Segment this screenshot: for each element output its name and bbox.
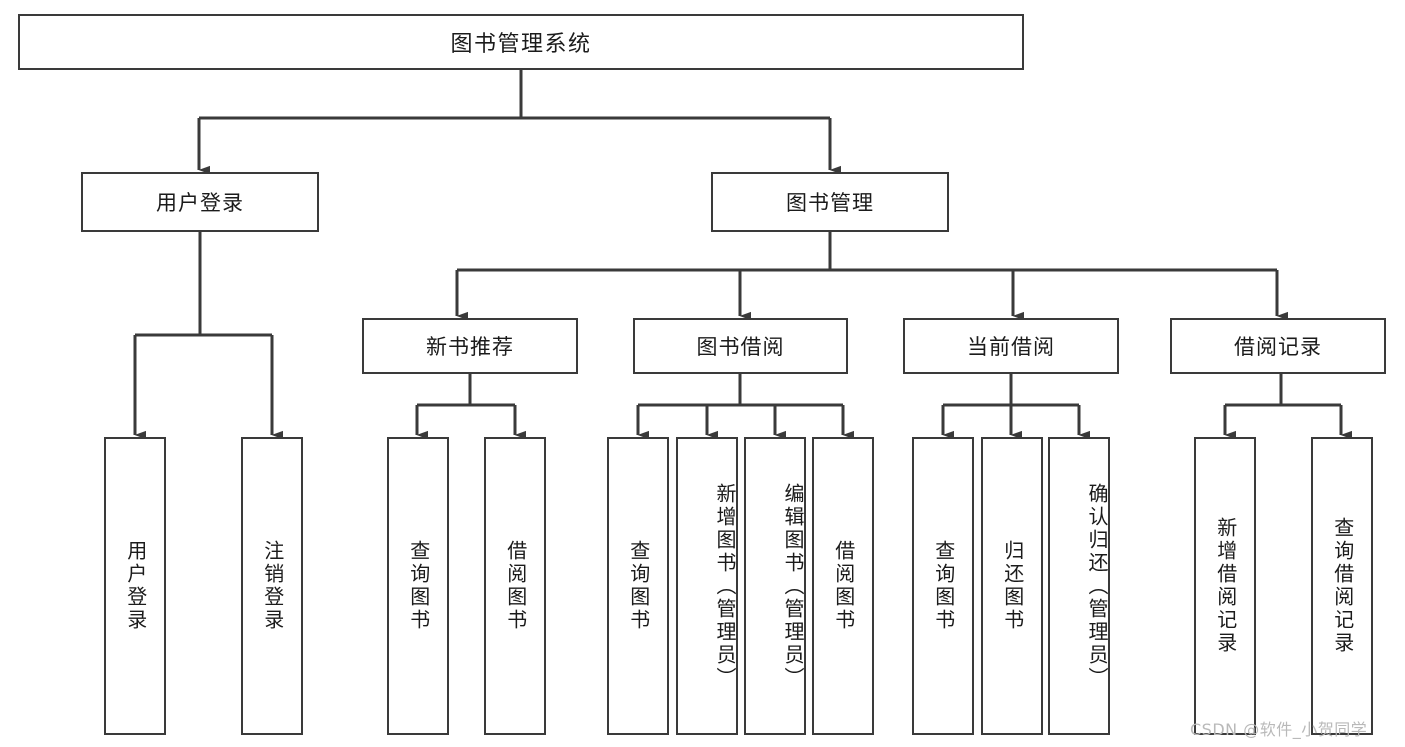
leaf-user-login[interactable]: 用户登录 (104, 437, 166, 735)
node-current-borrow[interactable]: 当前借阅 (903, 318, 1119, 374)
leaf-query-borrow-record[interactable]: 查询借阅记录 (1311, 437, 1373, 735)
node-user-login[interactable]: 用户登录 (81, 172, 319, 232)
leaf-borrow-book[interactable]: 借阅图书 (812, 437, 874, 735)
node-borrow-record[interactable]: 借阅记录 (1170, 318, 1386, 374)
leaf-query-book-recommend[interactable]: 查询图书 (387, 437, 449, 735)
leaf-add-borrow-record[interactable]: 新增借阅记录 (1194, 437, 1256, 735)
leaf-query-book-current[interactable]: 查询图书 (912, 437, 974, 735)
leaf-edit-book-admin[interactable]: 编辑图书（管理员） (744, 437, 806, 735)
node-root-system[interactable]: 图书管理系统 (18, 14, 1024, 70)
leaf-borrow-book-recommend[interactable]: 借阅图书 (484, 437, 546, 735)
leaf-return-book[interactable]: 归还图书 (981, 437, 1043, 735)
leaf-confirm-return-admin[interactable]: 确认归还（管理员） (1048, 437, 1110, 735)
csdn-watermark: CSDN @软件_小贺同学 (1190, 720, 1368, 739)
node-new-book-recommend[interactable]: 新书推荐 (362, 318, 578, 374)
leaf-add-book-admin[interactable]: 新增图书（管理员） (676, 437, 738, 735)
leaf-query-book-borrow[interactable]: 查询图书 (607, 437, 669, 735)
node-book-borrow[interactable]: 图书借阅 (633, 318, 848, 374)
leaf-logout-login[interactable]: 注销登录 (241, 437, 303, 735)
node-book-management[interactable]: 图书管理 (711, 172, 949, 232)
